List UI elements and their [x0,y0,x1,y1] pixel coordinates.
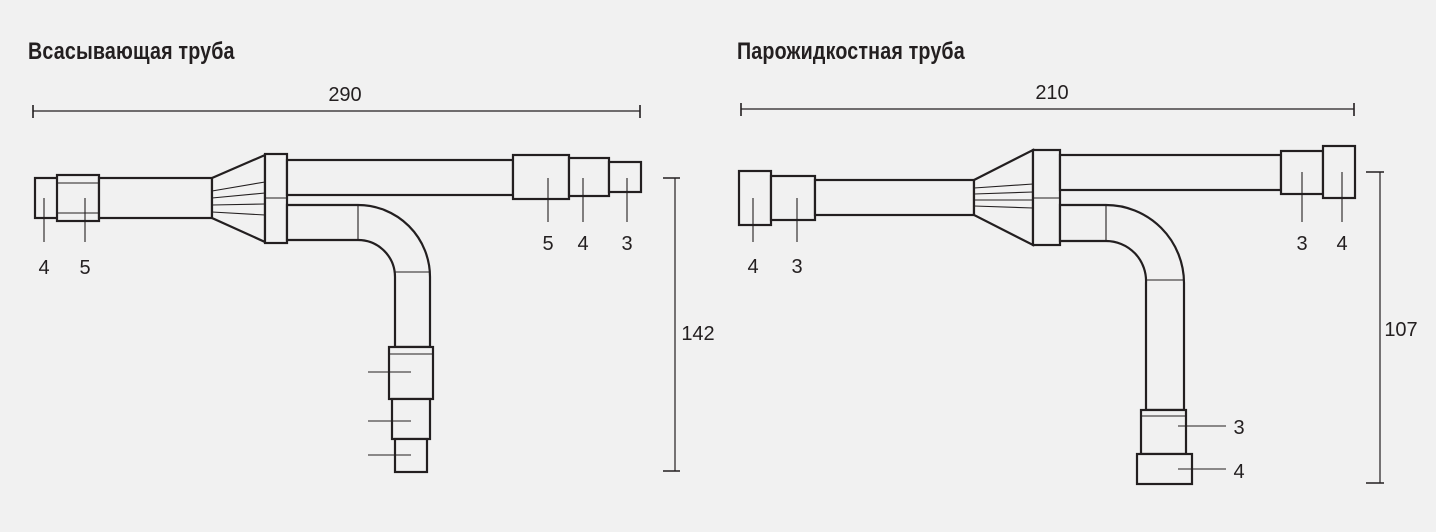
right-callout-4b: 4 [1336,233,1347,255]
liquid-gas-pipe-title: Парожидкостная труба [737,38,965,65]
right-width-dim-label: 210 [1035,82,1068,104]
suction-pipe-title: Всасывающая труба [28,38,235,65]
right-callout-3c: 3 [1233,417,1244,439]
right-callout-4a: 4 [747,256,758,278]
left-width-dim-label: 290 [328,84,361,106]
left-callout-5a: 5 [79,257,90,279]
left-callout-4a: 4 [38,257,49,279]
liquid-gas-pipe-drawing: 210 107 [737,82,1418,486]
suction-pipe-drawing: 290 142 [32,84,715,474]
left-height-dim-label: 142 [681,323,714,345]
left-callout-4b: 4 [577,233,588,255]
left-height-dimension: 142 [663,177,715,472]
left-callout-5b: 5 [542,233,553,255]
right-width-dimension: 210 [740,82,1355,116]
right-callout-4c: 4 [1233,461,1244,483]
right-height-dimension: 107 [1366,171,1418,484]
left-width-dimension: 290 [32,84,641,118]
right-height-dim-label: 107 [1384,319,1417,341]
right-callout-3b: 3 [1296,233,1307,255]
left-callout-3: 3 [621,233,632,255]
right-callout-3a: 3 [791,256,802,278]
